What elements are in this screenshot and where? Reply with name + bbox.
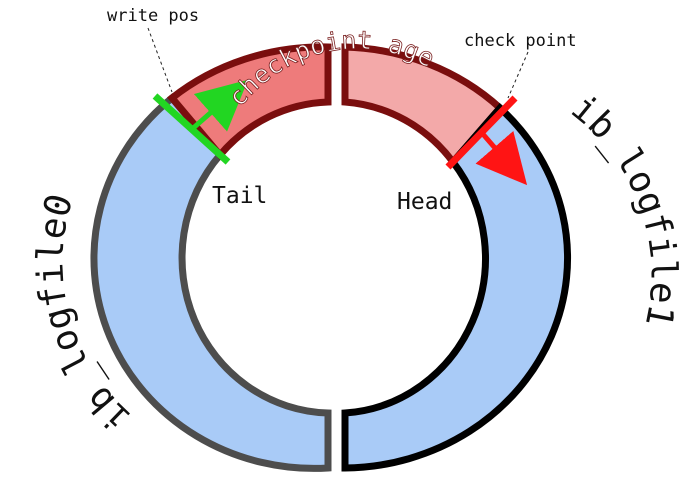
check-point-label: check point bbox=[464, 31, 577, 51]
logfile1-segment bbox=[341, 102, 571, 472]
check-point-arrow-icon bbox=[475, 130, 528, 186]
write-pos-leader bbox=[147, 27, 173, 93]
write-pos-arrow-icon bbox=[189, 79, 249, 132]
tail-label: Tail bbox=[212, 183, 267, 209]
logfile0-segment bbox=[90, 93, 332, 472]
head-label: Head bbox=[397, 189, 452, 215]
logfile1-label: ib_logfile1 bbox=[564, 87, 682, 330]
write-pos-label: write pos bbox=[107, 6, 199, 26]
check-point-leader bbox=[507, 51, 529, 99]
logfile1-text: ib_logfile1 bbox=[564, 87, 682, 330]
